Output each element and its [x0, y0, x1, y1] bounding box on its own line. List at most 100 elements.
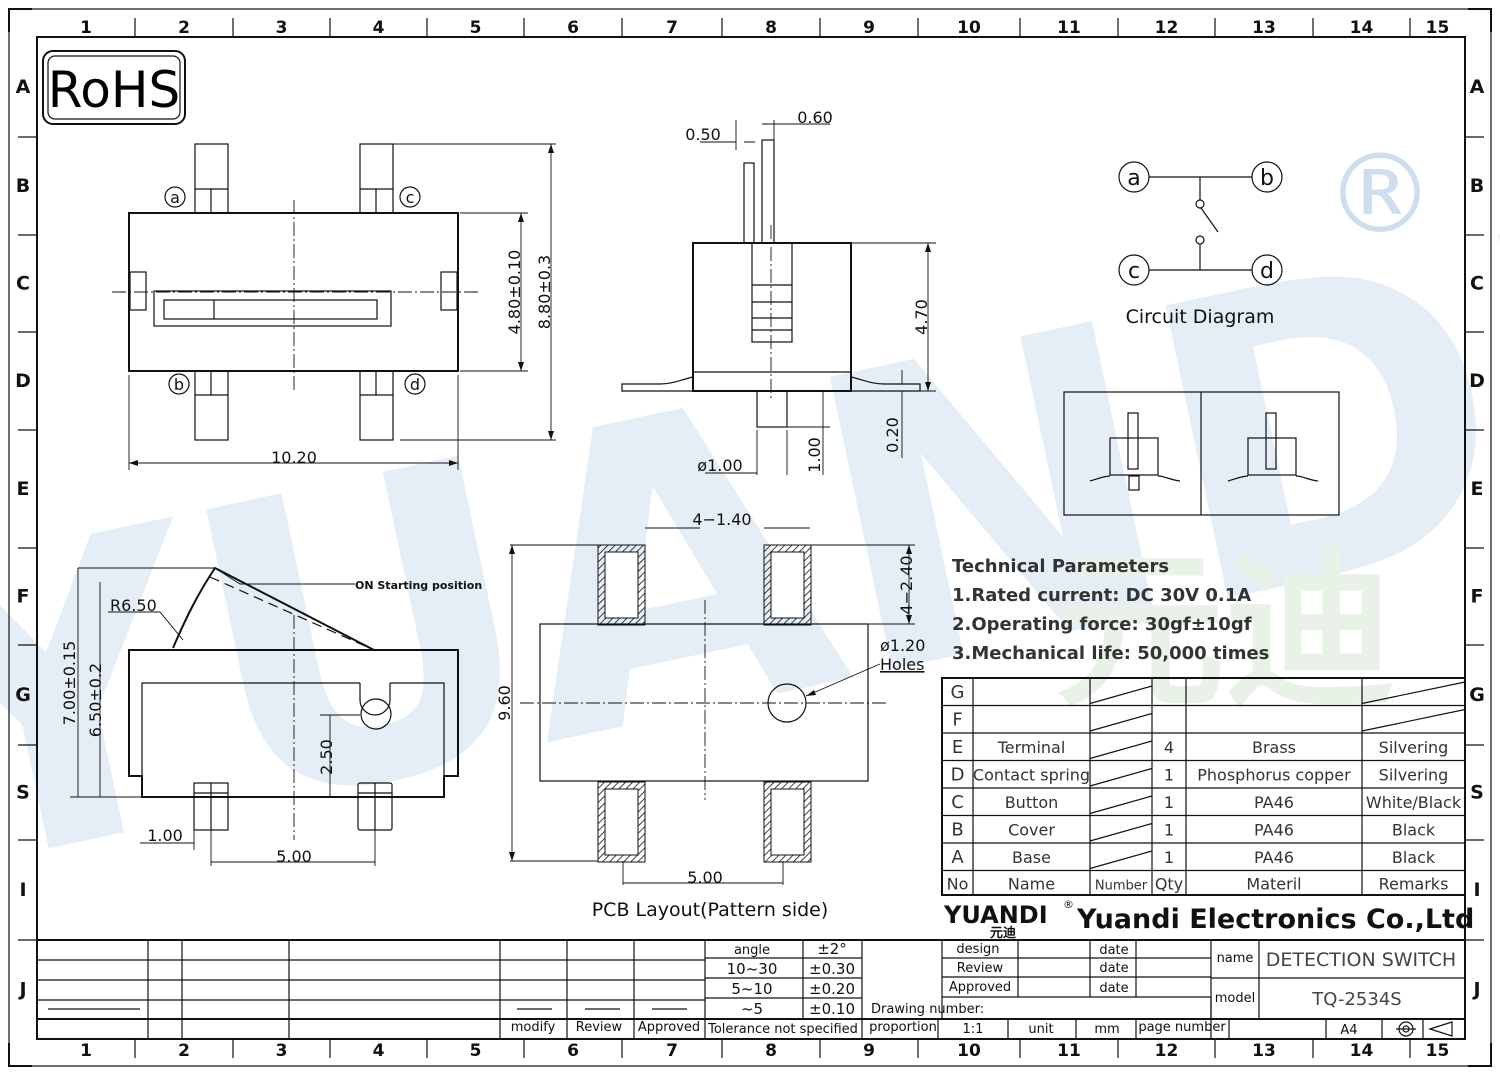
product-name-label: name — [1217, 951, 1254, 966]
pcb-title: PCB Layout(Pattern side) — [592, 899, 829, 921]
grid-row-right: I — [1473, 879, 1480, 901]
grid-col-bottom: 5 — [470, 1041, 482, 1061]
drawing-number-label: Drawing number: — [871, 1002, 984, 1017]
dim-hole: ø1.20 — [880, 636, 925, 655]
grid-col-bottom: 9 — [863, 1041, 875, 1061]
tolerance-range: 10~30 — [727, 960, 778, 978]
bom-cell: PA46 — [1254, 821, 1294, 840]
grid-row-left: B — [16, 175, 30, 197]
bom-header-cell: Materil — [1246, 875, 1301, 894]
circuit-node-c: c — [1128, 259, 1140, 284]
grid-row-right: G — [1469, 684, 1485, 706]
bom-cell: 1 — [1164, 766, 1174, 785]
dim-height: 4.70 — [912, 299, 931, 335]
tech-item-1: 1.Rated current: DC 30V 0.1A — [952, 585, 1251, 606]
bom-cell: Cover — [1008, 821, 1055, 840]
grid-col-top: 14 — [1350, 18, 1374, 38]
bom-cell: G — [951, 682, 965, 703]
projection-views — [1063, 391, 1340, 516]
circuit-node-d: d — [1260, 259, 1274, 284]
bom-cell: F — [952, 710, 962, 731]
bom-cell: 4 — [1164, 738, 1174, 757]
grid-col-bottom: 12 — [1155, 1041, 1179, 1061]
grid-row-left: G — [15, 684, 31, 706]
bom-cell: Silvering — [1379, 738, 1449, 757]
signoff-review: Review — [957, 961, 1004, 976]
bom-cell: Button — [1005, 793, 1059, 812]
grid-col-top: 10 — [957, 18, 981, 38]
grid-row-right: C — [1470, 273, 1484, 295]
signoff-approved: Approved — [949, 980, 1011, 995]
company-logo: YUANDI — [943, 901, 1048, 929]
bom-cell: PA46 — [1254, 848, 1294, 867]
tolerance-value: ±0.10 — [809, 1000, 855, 1018]
dim-height: 9.60 — [495, 685, 514, 721]
circuit-diagram: a b c d Circuit Diagram — [1118, 161, 1283, 328]
grid-col-bottom: 10 — [957, 1041, 981, 1061]
bom-cell: Phosphorus copper — [1197, 766, 1351, 785]
bom-cell: D — [951, 765, 965, 786]
dim-pitch: 5.00 — [687, 868, 723, 887]
circuit-node-b: b — [1260, 166, 1274, 191]
bom-cell: Terminal — [997, 738, 1066, 757]
grid-row-right: B — [1470, 175, 1484, 197]
bom-header-cell: Qty — [1155, 875, 1183, 894]
projection-symbol-icon — [1396, 1021, 1453, 1037]
grid-col-top: 3 — [276, 18, 288, 38]
signoff-date: date — [1099, 961, 1128, 976]
tolerance-value: ±0.30 — [809, 960, 855, 978]
dim-radius: R6.50 — [110, 596, 157, 615]
bom-cell: Brass — [1252, 738, 1296, 757]
side-view: 0.50 0.60 4.70 1.00 0.20 ø1.00 — [621, 108, 936, 475]
dim-body-height: 4.80±0.10 — [505, 250, 524, 335]
tech-item-3: 3.Mechanical life: 50,000 times — [952, 643, 1269, 664]
grid-col-bottom: 13 — [1252, 1041, 1276, 1061]
bom-cell: E — [952, 737, 963, 758]
grid-col-bottom: 3 — [276, 1041, 288, 1061]
grid-col-bottom: 1 — [80, 1041, 92, 1061]
grid-col-top: 2 — [178, 18, 190, 38]
company-row: YUANDI ® 元迪 Yuandi Electronics Co.,Ltd — [942, 894, 1474, 941]
signoff-date: date — [1099, 981, 1128, 996]
tolerance-value: ±2° — [817, 940, 847, 958]
registered-watermark: ® — [1325, 130, 1435, 258]
registered-mark: ® — [1063, 898, 1074, 911]
sheet-size: A4 — [1340, 1023, 1357, 1038]
revision-review: Review — [576, 1020, 623, 1035]
grid-col-bottom: 7 — [666, 1041, 678, 1061]
pin-label-c: c — [406, 188, 415, 207]
grid-col-top: 4 — [373, 18, 385, 38]
tolerance-footer: Tolerance not specified — [707, 1022, 858, 1037]
on-starting-label: ON Starting position — [355, 579, 482, 592]
tolerance-value: ±0.20 — [809, 980, 855, 998]
bom-cell: White/Black — [1366, 793, 1462, 812]
signoff-date: date — [1099, 943, 1128, 958]
company-logo-cn: 元迪 — [990, 925, 1016, 941]
bom-cell: 1 — [1164, 848, 1174, 867]
dim-w2: 5.00 — [276, 847, 312, 866]
dim-dia: ø1.00 — [697, 456, 742, 475]
grid-marks: 1122334455667788991010111112121313141415… — [15, 18, 1485, 1061]
company-name: Yuandi Electronics Co.,Ltd — [1076, 904, 1474, 935]
dim-h2: 6.50±0.2 — [86, 663, 105, 737]
grid-col-top: 7 — [666, 18, 678, 38]
watermark: YUANDI 元迪 — [0, 130, 1500, 967]
revision-approved: Approved — [638, 1020, 700, 1035]
bom-cell: 1 — [1164, 793, 1174, 812]
grid-col-top: 9 — [863, 18, 875, 38]
dim-a: 0.50 — [685, 125, 721, 144]
grid-col-top: 8 — [765, 18, 777, 38]
dim-thk: 0.20 — [883, 417, 902, 453]
rohs-text: RoHS — [48, 61, 180, 119]
grid-row-right: J — [1471, 979, 1480, 1001]
grid-col-top: 12 — [1155, 18, 1179, 38]
grid-row-left: F — [17, 586, 30, 608]
dim-width: 10.20 — [271, 448, 317, 467]
bom-header-cell: No — [947, 875, 969, 894]
bom-cell: C — [951, 792, 964, 813]
grid-col-top: 6 — [567, 18, 579, 38]
proportion-label: proportion — [869, 1020, 937, 1035]
holes-label: Holes — [880, 655, 924, 674]
